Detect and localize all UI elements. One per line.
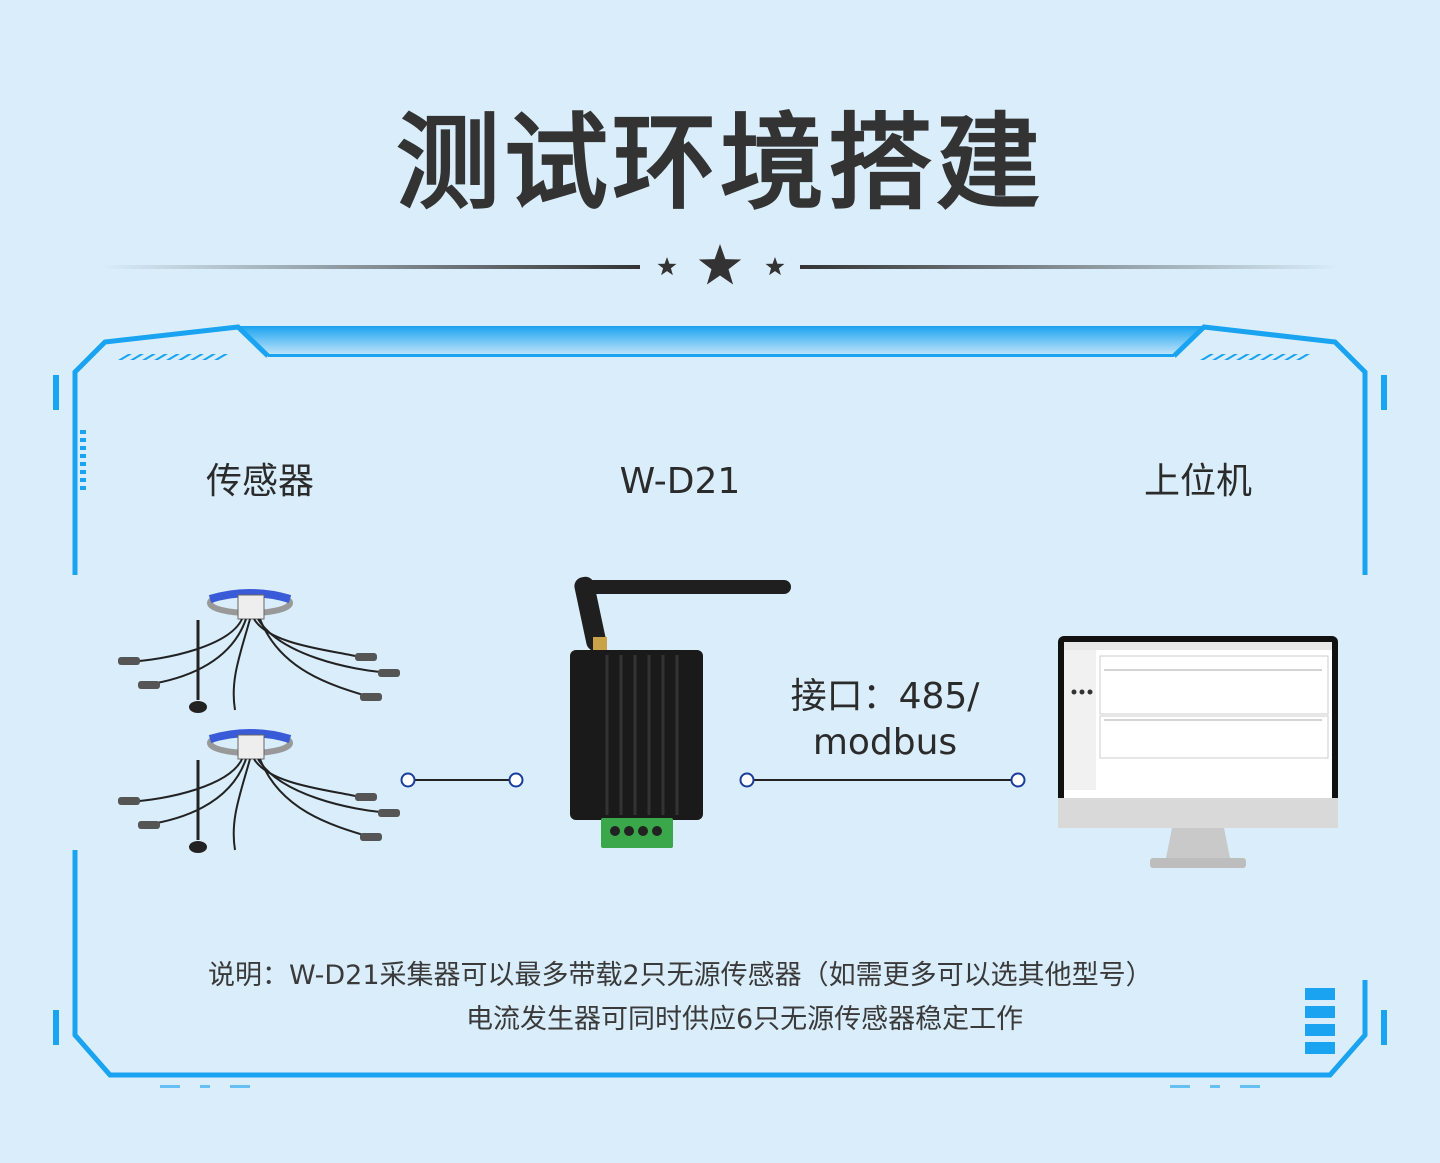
- sensor-group-bottom: [118, 729, 400, 853]
- interface-label-line1: 接口：485/: [790, 676, 980, 717]
- interface-label-line2: modbus: [812, 722, 958, 763]
- tech-frame: [53, 324, 1387, 1088]
- interface-label: 接口：485/ modbus: [770, 674, 1000, 766]
- page-title: 测试环境搭建: [395, 102, 1044, 224]
- w-d21-device-image: [570, 576, 791, 848]
- device-label: W-D21: [619, 461, 741, 502]
- note-line2: 电流发生器可同时供应6只无源传感器稳定工作: [466, 1004, 1024, 1035]
- host-monitor-image: [1058, 636, 1338, 868]
- star-icon: [657, 257, 677, 276]
- title-divider: [100, 244, 1340, 285]
- sensor-group-top: [118, 589, 400, 713]
- star-icon: [698, 244, 742, 285]
- connector-line-left: [400, 772, 524, 788]
- note-line1: 说明：W-D21采集器可以最多带载2只无源传感器（如需更多可以选其他型号）: [208, 960, 1153, 991]
- sensor-label: 传感器: [205, 461, 314, 502]
- connector-line-right: [739, 772, 1026, 788]
- star-icon: [765, 257, 785, 276]
- host-label: 上位机: [1143, 461, 1252, 502]
